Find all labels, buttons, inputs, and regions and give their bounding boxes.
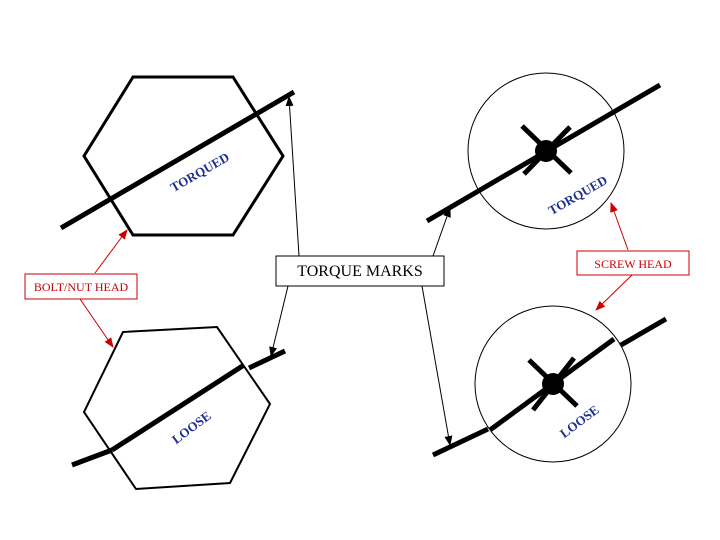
screw-torqued-center [535, 140, 557, 162]
torque-marks-title: TORQUE MARKS [297, 263, 423, 280]
bolt-nut-head-box [24, 273, 138, 300]
bolt-loose-mark-outer-right [247, 348, 287, 371]
screw-head-callout: SCREW HEAD [576, 202, 690, 311]
screw-head-box [576, 250, 690, 276]
bolt-torqued: TORQUED [59, 75, 296, 237]
bolt-loose-mark-inner [110, 362, 246, 453]
bolt-torqued-hexagon [82, 75, 285, 237]
screw-loose-mark-outer-left [431, 426, 490, 458]
torque-marks-arrow-top-right [432, 207, 451, 257]
torque-marks-arrow-bottom-right [421, 285, 453, 446]
bolt-nut-head-arrow-up [94, 229, 128, 274]
torque-marks-box [275, 255, 445, 287]
screw-loose-center [542, 373, 564, 395]
screw-head-label: SCREW HEAD [594, 257, 672, 271]
bolt-nut-head-label: BOLT/NUT HEAD [34, 280, 129, 294]
bolt-loose-label: LOOSE [169, 408, 214, 447]
bolt-loose-hexagon [82, 325, 272, 491]
bolt-nut-head-callout: BOLT/NUT HEAD [24, 229, 138, 348]
torque-marks-callout: TORQUE MARKS [269, 96, 453, 446]
bolt-torqued-label: TORQUED [168, 149, 232, 195]
bolt-loose-mark-outer-left [71, 447, 113, 468]
screw-loose-label: LOOSE [557, 402, 602, 441]
bolt-loose: LOOSE [71, 325, 287, 491]
bolt-torqued-torque-mark [59, 89, 296, 231]
screw-loose-mark-outer-right [619, 316, 668, 348]
screw-loose: LOOSE [431, 305, 668, 463]
torque-marks-arrow-bottom-left [269, 285, 289, 357]
screw-head-arrow-up [610, 202, 629, 251]
screw-torqued-label: TORQUED [546, 172, 610, 218]
screw-head-arrow-down [595, 274, 633, 311]
screw-loose-head [474, 305, 632, 463]
bolt-nut-head-arrow-down [79, 298, 114, 348]
torque-marks-arrow-top-left [285, 96, 300, 257]
screw-torqued: TORQUED [425, 72, 662, 230]
screw-torqued-head [467, 72, 625, 230]
